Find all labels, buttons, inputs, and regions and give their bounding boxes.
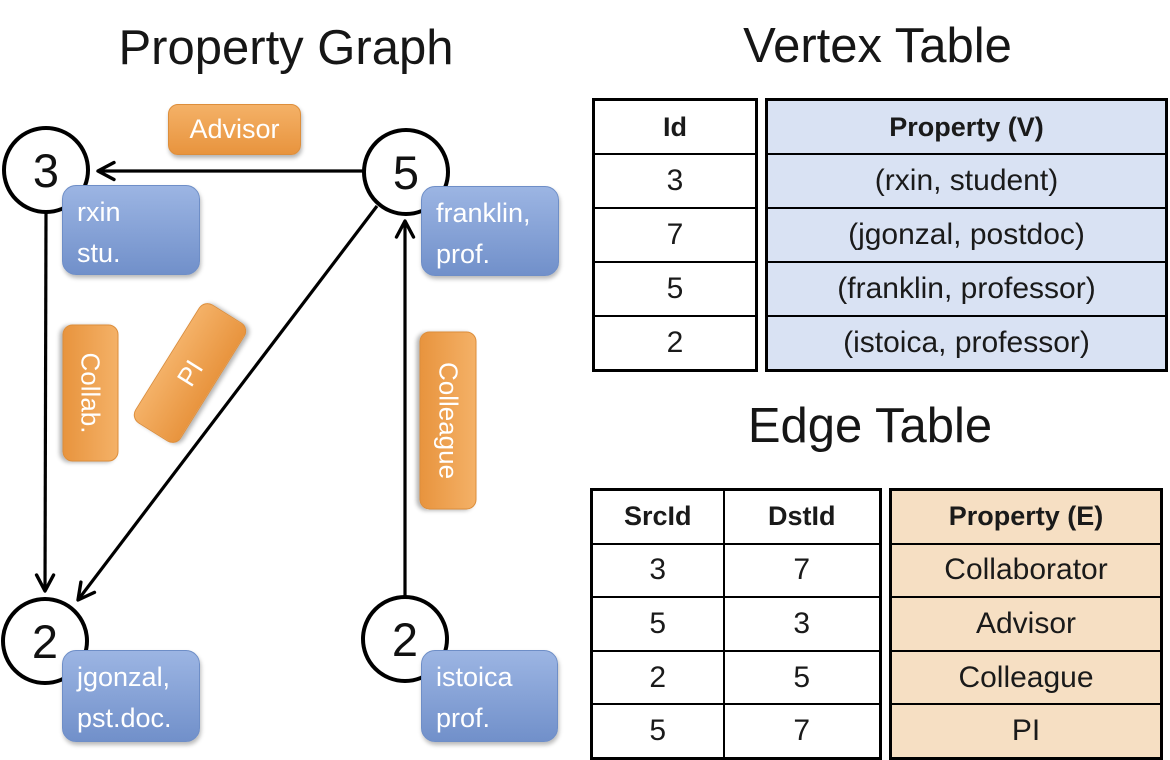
edge-table-property-column: Property (E) Collaborator Advisor Collea… — [889, 488, 1163, 760]
edge-dstid-cell: 5 — [793, 660, 811, 694]
edge-dstid-cell: 7 — [793, 553, 811, 587]
vertex-id-cell: 5 — [666, 272, 684, 305]
node-5-property-box: franklin, prof. — [421, 186, 559, 276]
vertex-id-cell: 3 — [666, 164, 684, 197]
edge-label-colleague-text: Colleague — [433, 361, 464, 480]
edge-srcid-cell: 5 — [593, 598, 725, 650]
edge-label-advisor: Advisor — [168, 104, 301, 155]
graph-node-2-id: 2 — [391, 612, 419, 666]
graph-node-5: 5 — [362, 128, 450, 216]
node-7-property-box: jgonzal, pst.doc. — [62, 650, 200, 742]
edge-pi-5-to-7 — [76, 205, 379, 602]
edge-table-header-property: Property (E) — [948, 501, 1104, 532]
node-7-property-line1: jgonzal, — [77, 662, 171, 692]
edge-label-collab: Collab. — [62, 324, 119, 462]
node-7-property-line2: pst.doc. — [77, 703, 172, 734]
vertex-id-cell: 2 — [666, 326, 684, 359]
graph-edges — [34, 160, 416, 602]
graph-node-3-id: 3 — [32, 143, 60, 197]
edge-label-collab-text: Collab. — [76, 352, 106, 434]
edge-property-cell: Advisor — [975, 606, 1077, 640]
node-3-property-box: rxin stu. — [62, 185, 200, 275]
edge-srcid-cell: 2 — [593, 651, 725, 704]
edge-property-cell: PI — [1011, 714, 1041, 748]
edge-label-pi-text: PI — [170, 354, 209, 392]
edge-table-title: Edge Table — [747, 399, 993, 453]
vertex-table-column-gap — [758, 98, 765, 372]
edge-label-advisor-text: Advisor — [189, 114, 280, 144]
node-5-property-line2: prof. — [436, 239, 491, 270]
node-2-property-line2: prof. — [436, 703, 491, 734]
node-2-property-line1: istoica — [436, 662, 513, 692]
vertex-table-header-property: Property (V) — [889, 111, 1044, 142]
node-5-property-line1: franklin, — [436, 198, 531, 228]
graph-node-7-id: 2 — [31, 614, 59, 668]
edge-table-id-columns: SrcId DstId 3 7 5 3 2 5 5 7 — [590, 488, 882, 760]
vertex-table-property-column: Property (V) (rxin, student) (jgonzal, p… — [765, 98, 1168, 372]
graph-node-5-id: 5 — [392, 145, 420, 199]
edge-label-colleague: Colleague — [419, 331, 477, 510]
edge-table-column-gap — [882, 488, 889, 760]
vertex-table-id-column: Id 3 7 5 2 — [592, 98, 758, 372]
graph-node-2: 2 — [361, 595, 449, 683]
vertex-property-cell: (rxin, student) — [874, 164, 1059, 197]
edge-property-cell: Collaborator — [944, 553, 1108, 587]
node-2-property-box: istoica prof. — [421, 650, 558, 742]
edge-dstid-cell: 7 — [793, 714, 811, 748]
vertex-property-cell: (istoica, professor) — [843, 326, 1090, 359]
edge-table-header-srcid: SrcId — [593, 491, 725, 543]
vertex-table-title: Vertex Table — [743, 19, 1012, 73]
edge-table-header-dstid: DstId — [768, 501, 836, 532]
vertex-property-cell: (franklin, professor) — [837, 272, 1096, 305]
edge-collab-3-to-7 — [34, 211, 56, 593]
property-graph-title: Property Graph — [118, 21, 454, 75]
node-3-property-line1: rxin — [77, 197, 121, 227]
vertex-table-header-id: Id — [663, 111, 687, 142]
edge-srcid-cell: 5 — [593, 705, 725, 757]
vertex-property-cell: (jgonzal, postdoc) — [848, 218, 1085, 251]
vertex-id-cell: 7 — [666, 218, 684, 251]
edge-table: SrcId DstId 3 7 5 3 2 5 5 7 Property (E) — [590, 488, 1163, 760]
edge-dstid-cell: 3 — [793, 606, 811, 640]
vertex-table: Id 3 7 5 2 Property (V) (rxin, student) … — [592, 98, 1168, 372]
edge-property-cell: Colleague — [958, 660, 1094, 694]
node-3-property-line2: stu. — [77, 238, 121, 269]
edge-srcid-cell: 3 — [593, 544, 725, 597]
